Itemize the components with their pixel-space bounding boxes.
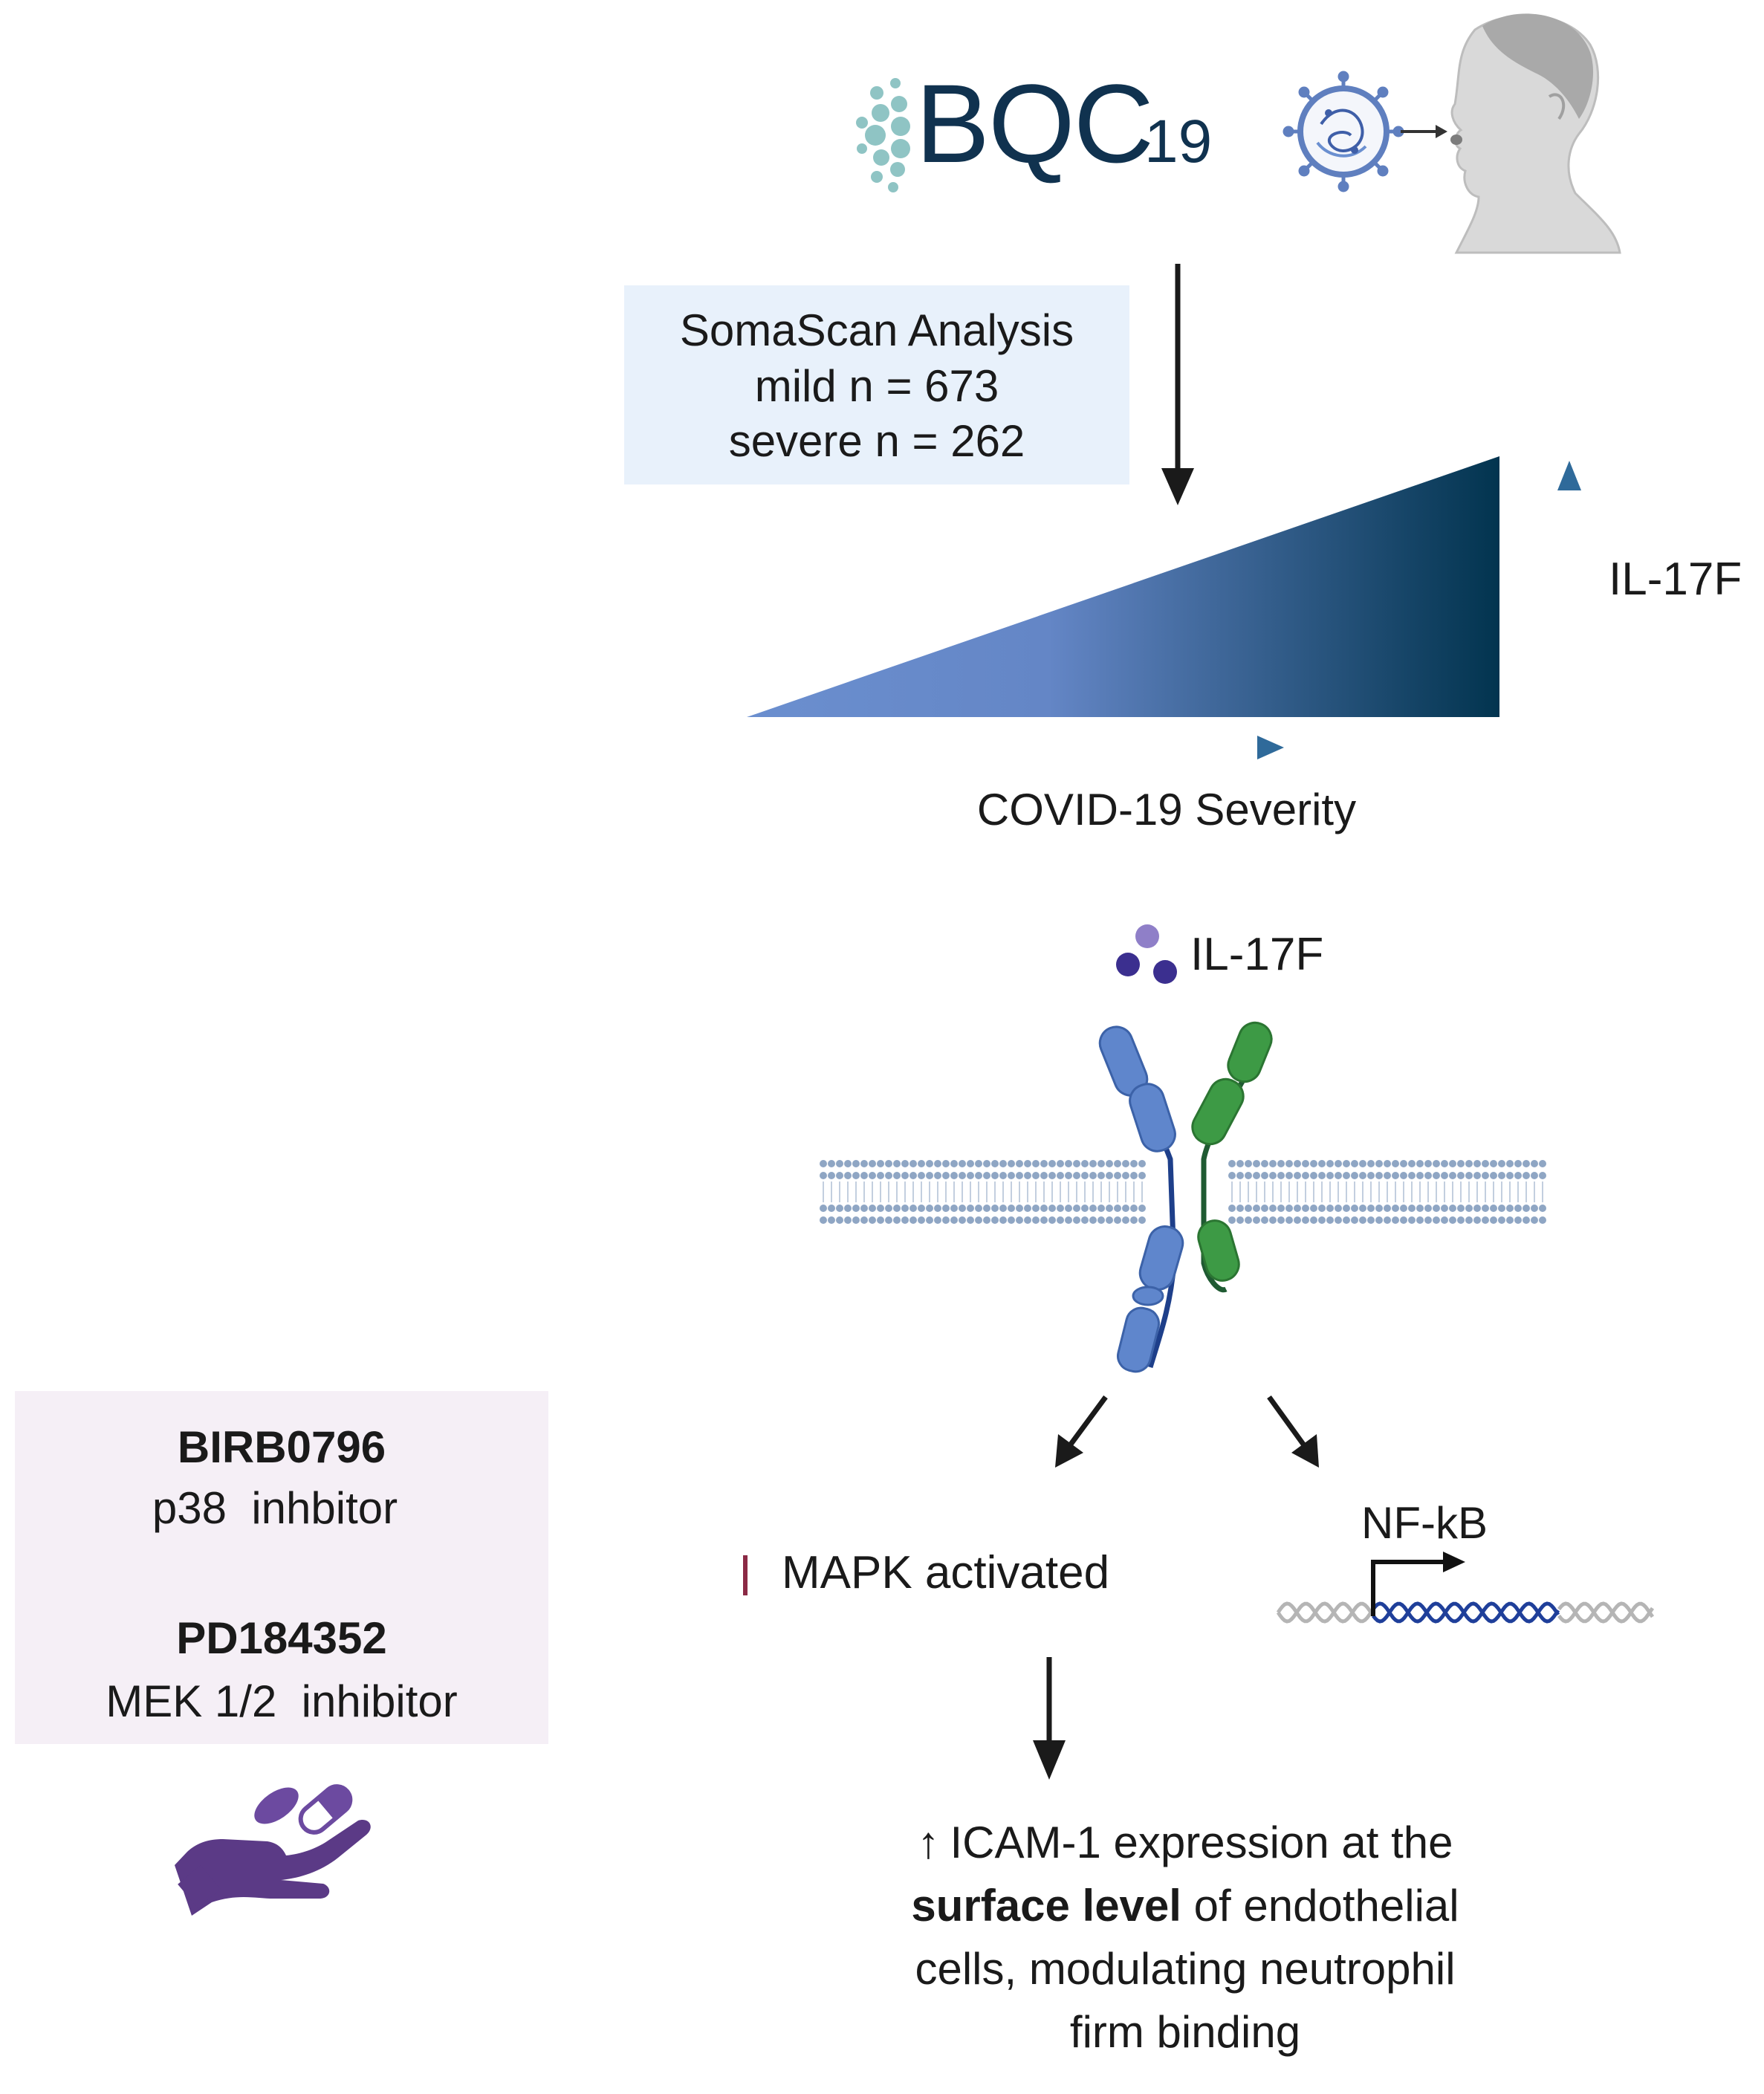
outcome-line2: surface level of endothelial — [911, 1881, 1459, 1931]
severity-label: COVID-19 Severity — [977, 785, 1356, 834]
drug2-name: PD184352 — [176, 1613, 387, 1663]
bqc19-logo: BQC 19 — [856, 61, 1212, 192]
drug1-name: BIRB0796 — [178, 1422, 386, 1472]
somascan-severe: severe n = 262 — [729, 416, 1025, 466]
outcome-line3: cells, modulating neutrophil — [915, 1944, 1455, 1994]
drug2-desc: MEK 1/2 inhibitor — [106, 1676, 458, 1726]
il17f-marker-label: IL-17F — [1609, 554, 1742, 605]
logo-subscript: 19 — [1144, 108, 1212, 175]
outcome-text-2: of endothelial — [1181, 1881, 1459, 1931]
receptor-green-chain — [1191, 1021, 1273, 1293]
drug1-desc: p38 inhbitor — [152, 1483, 398, 1533]
il17f-ligand-icon — [1116, 924, 1177, 984]
outcome-text-1: ICAM-1 expression at the — [950, 1818, 1453, 1867]
inhibition-arrow — [576, 1555, 748, 1595]
down-arrow-outcome — [1033, 1657, 1066, 1780]
down-arrow-top — [1161, 264, 1194, 505]
outcome-bold: surface level — [911, 1881, 1181, 1931]
somascan-title: SomaScan Analysis — [680, 305, 1074, 355]
arrow-to-mapk — [1055, 1395, 1108, 1468]
transmission-arrow-icon — [1401, 125, 1447, 138]
outcome-up-arrow: ↑ — [918, 1818, 940, 1867]
ligand-label: IL-17F — [1190, 929, 1323, 980]
somascan-mild: mild n = 673 — [755, 361, 999, 411]
hand-pills-icon — [175, 1784, 371, 1916]
transcription-arrow-icon — [1371, 1552, 1465, 1616]
virus-icon — [1283, 71, 1404, 192]
somascan-panel — [624, 285, 1129, 484]
logo-text: BQC — [915, 61, 1152, 186]
logo-dots-icon — [856, 78, 910, 192]
receptor-blue-chain — [1098, 1025, 1184, 1373]
il17f-up-arrow — [1557, 461, 1581, 713]
outcome-line4: firm binding — [1070, 2007, 1300, 2057]
nfkb-label: NF-kB — [1361, 1498, 1488, 1548]
cell-membrane — [820, 1160, 1546, 1224]
severity-arrow — [981, 736, 1284, 759]
arrow-to-nfkb — [1267, 1395, 1319, 1468]
severity-wedge — [747, 456, 1499, 717]
person-head-icon — [1450, 13, 1621, 254]
dna-icon — [1276, 1601, 1655, 1624]
mapk-label: MAPK activated — [782, 1547, 1109, 1598]
outcome-line1: ↑ICAM-1 expression at the — [918, 1818, 1453, 1867]
inhibitor-panel — [15, 1391, 548, 1744]
